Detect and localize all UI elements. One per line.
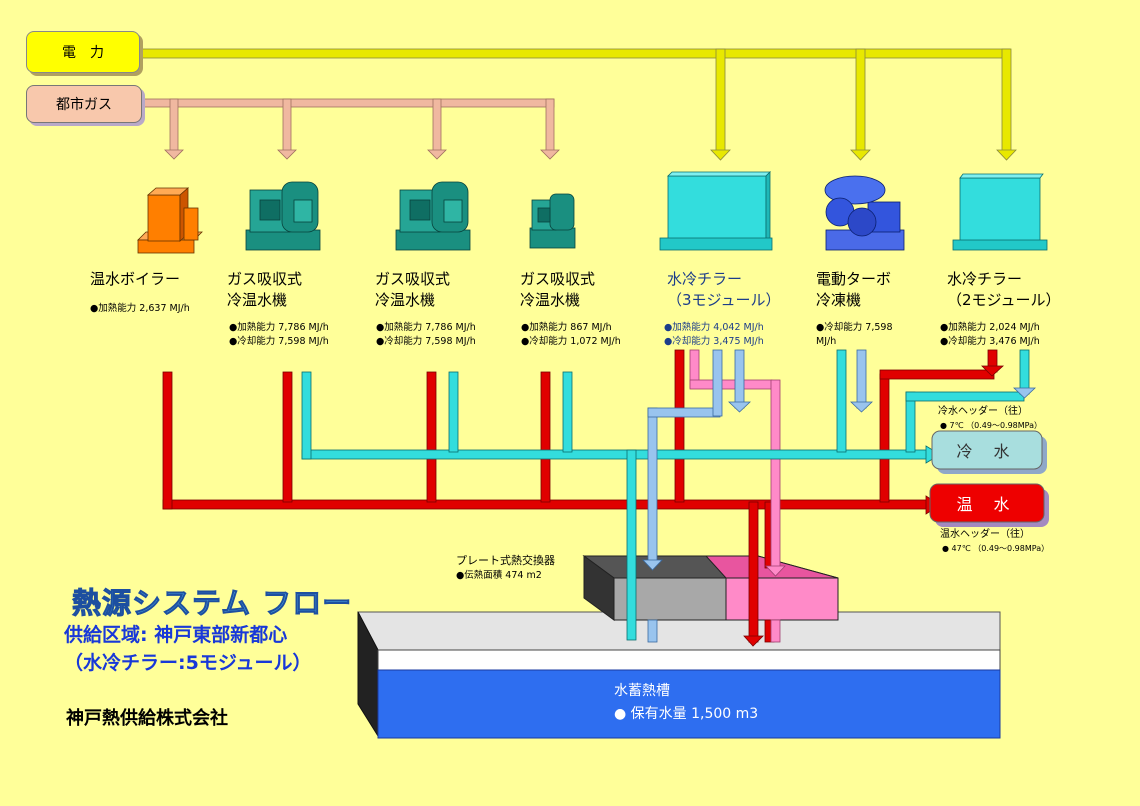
equip-spec-boiler: ●加熱能力 2,637 MJ/h [90,303,190,314]
electric-power-label: 電 力 [62,45,104,61]
absorber-shape-3 [529,193,576,249]
company-name: 神戸熱供給株式会社 [66,708,228,729]
equip-spec-absorber-3: ●加熱能力 867 MJ/h●冷却能力 1,072 MJ/h [521,322,621,347]
equip-name-turbo: 電動ターボ冷凍機 [816,270,892,309]
tank-spec: ● 保有水量 1,500 m3 [614,706,759,722]
turbo-chiller-shape [824,175,905,251]
cold-water-label: 冷 水 [956,442,1018,461]
chiller-3-shape [659,171,773,251]
equip-spec-chiller-2: ●加熱能力 2,024 MJ/h●冷却能力 3,476 MJ/h [940,322,1040,347]
boiler-shape [137,187,203,254]
equip-spec-absorber-1: ●加熱能力 7,786 MJ/h●冷却能力 7,598 MJ/h [229,322,329,347]
absorber-shape-1 [245,181,321,251]
absorber-shape-2 [395,181,471,251]
equip-spec-chiller-3: ●加熱能力 4,042 MJ/h●冷却能力 3,475 MJ/h [664,322,764,347]
equip-name-absorber-1: ガス吸収式冷温水機 [227,270,303,309]
electric-power-box: 電 力 [26,31,140,73]
cold-water-pipes [301,349,1030,641]
diagram-title: 熱源システム フロー [71,586,353,621]
cold-water-header [931,430,1047,474]
chiller-cold-pipes [642,349,1036,643]
equip-name-absorber-2: ガス吸収式冷温水機 [375,270,451,309]
cold-header-spec: ● 7℃ （0.49～0.98MPa） [940,421,1043,430]
equip-spec-absorber-2: ●加熱能力 7,786 MJ/h●冷却能力 7,598 MJ/h [376,322,476,347]
chiller-2-shape [952,173,1048,251]
hot-water-label: 温 水 [956,495,1018,514]
gas-lines [139,98,560,160]
hot-water-pipes [162,349,1005,647]
heat-exchanger-spec: ●伝熱面積 474 m2 [456,570,542,581]
equip-name-boiler: 温水ボイラー [90,270,181,288]
equip-name-chiller-2: 水冷チラー（2モジュール） [947,270,1061,309]
cold-header-name: 冷水ヘッダー（往） [938,406,1028,417]
tank-name: 水蓄熱槽 [614,683,670,699]
supply-area-note: （水冷チラー:5モジュール） [64,652,312,674]
hot-header-spec: ● 47℃ （0.49～0.98MPa） [942,544,1050,553]
heat-exchanger-hot-pipes [689,349,786,643]
plate-heat-exchanger [582,555,839,621]
equip-name-absorber-3: ガス吸収式冷温水機 [520,270,596,309]
heat-storage-tank [357,611,1001,739]
equip-name-chiller-3: 水冷チラー（3モジュール） [667,270,781,309]
city-gas-label: 都市ガス [56,97,112,113]
hot-header-name: 温水ヘッダー（往） [940,529,1030,540]
heat-exchanger-name: プレート式熱交換器 [456,554,555,567]
supply-area: 供給区域: 神戸東部新都心 [64,624,288,646]
city-gas-box: 都市ガス [26,85,142,123]
hot-water-header [929,483,1049,527]
